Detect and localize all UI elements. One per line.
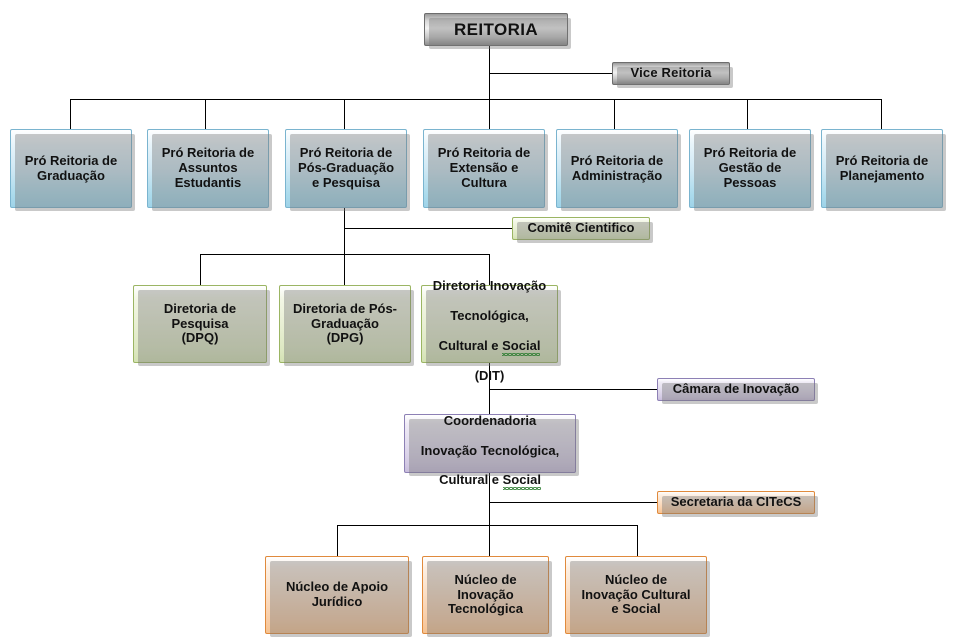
node-secretaria-citecs[interactable]: Secretaria da CITeCS <box>657 491 818 517</box>
connector-drop-7 <box>881 99 882 129</box>
connector-diretoria-drop-2 <box>344 254 345 285</box>
node-nucleo-inovacao-tecnologica[interactable]: Núcleo de Inovação Tecnológica <box>422 556 552 637</box>
node-nucleo-inovacao-cultural-social[interactable]: Núcleo de Inovação Cultural e Social <box>565 556 710 637</box>
node-label: Diretoria de Pós- Graduação (DPG) <box>292 300 398 346</box>
dit-line-4: (DIT) <box>474 367 505 383</box>
connector-drop-5 <box>614 99 615 129</box>
node-pro-reitoria-pos-graduacao-pesquisa[interactable]: Pró Reitoria de Pós-Graduação e Pesquisa <box>285 129 410 211</box>
connector-reitoria-vice <box>489 73 612 74</box>
dit-line-2: Tecnológica, <box>450 308 529 324</box>
node-label: Pró Reitoria de Gestão de Pessoas <box>703 145 797 190</box>
node-label: Comitê Cientifico <box>527 220 635 236</box>
node-label: Diretoria Inovação Tecnológica, Cultural… <box>422 264 557 384</box>
connector-drop-6 <box>747 99 748 129</box>
node-comite-cientifico[interactable]: Comitê Cientifico <box>512 217 653 243</box>
connector-drop-3 <box>344 99 345 129</box>
node-label: Coordenadoria Inovação Tecnológica, Cult… <box>405 399 575 491</box>
coord-line-2: Inovação Tecnológica, <box>420 442 560 458</box>
node-label: Secretaria da CITeCS <box>670 494 802 510</box>
coord-line-3-misspelled: Social <box>502 472 542 491</box>
node-nucleo-apoio-juridico[interactable]: Núcleo de Apoio Jurídico <box>265 556 412 637</box>
node-vice-reitoria-label: Vice Reitoria <box>630 65 712 81</box>
connector-nucleo-drop-1 <box>337 525 338 556</box>
connector-nucleo-drop-3 <box>637 525 638 556</box>
node-pro-reitoria-planejamento[interactable]: Pró Reitoria de Planejamento <box>821 129 946 211</box>
connector-drop-1 <box>70 99 71 129</box>
node-label: Pró Reitoria de Pós-Graduação e Pesquisa <box>297 145 395 190</box>
connector-posgrad-comite <box>344 228 512 229</box>
connector-drop-2 <box>205 99 206 129</box>
node-label: Pró Reitoria de Administração <box>570 152 664 183</box>
connector-diretorias-bus <box>200 254 490 255</box>
connector-nucleos-bus <box>337 525 638 526</box>
connector-dit-stem <box>489 363 490 414</box>
connector-coordenadoria-secretaria <box>489 502 657 503</box>
node-pro-reitoria-assuntos-estudantis[interactable]: Pró Reitoria de Assuntos Estudantis <box>147 129 272 211</box>
node-label: Câmara de Inovação <box>672 381 800 397</box>
connector-drop-4 <box>489 99 490 129</box>
node-camara-inovacao[interactable]: Câmara de Inovação <box>657 378 818 404</box>
connector-reitoria-stem <box>489 46 490 99</box>
node-vice-reitoria[interactable]: Vice Reitoria <box>612 62 733 88</box>
node-reitoria-label: REITORIA <box>453 19 539 39</box>
dit-line-3-misspelled: Social <box>502 337 541 356</box>
node-pro-reitoria-graduacao[interactable]: Pró Reitoria de Graduação <box>10 129 135 211</box>
node-diretoria-pesquisa[interactable]: Diretoria de Pesquisa (DPQ) <box>133 285 270 366</box>
node-label: Núcleo de Inovação Cultural e Social <box>581 571 691 617</box>
node-label: Diretoria de Pesquisa (DPQ) <box>163 300 237 346</box>
connector-dit-camara <box>489 389 657 390</box>
node-label: Núcleo de Apoio Jurídico <box>285 579 389 609</box>
connector-posgrad-stem <box>344 208 345 285</box>
connector-nucleo-drop-2 <box>489 525 490 556</box>
node-label: Pró Reitoria de Extensão e Cultura <box>437 145 531 190</box>
node-coordenadoria-citecs[interactable]: Coordenadoria Inovação Tecnológica, Cult… <box>404 413 579 491</box>
node-pro-reitoria-administracao[interactable]: Pró Reitoria de Administração <box>556 129 681 211</box>
node-diretoria-pos-graduacao[interactable]: Diretoria de Pós- Graduação (DPG) <box>279 285 414 366</box>
node-label: Pró Reitoria de Assuntos Estudantis <box>161 145 255 190</box>
node-pro-reitoria-gestao-pessoas[interactable]: Pró Reitoria de Gestão de Pessoas <box>689 129 814 211</box>
coord-line-1: Coordenadoria <box>443 412 537 428</box>
node-label: Núcleo de Inovação Tecnológica <box>448 571 523 617</box>
node-label: Pró Reitoria de Planejamento <box>835 152 929 183</box>
node-diretoria-inovacao-tecnologica[interactable]: Diretoria Inovação Tecnológica, Cultural… <box>421 278 561 383</box>
dit-line-1: Diretoria Inovação <box>432 278 547 294</box>
node-label: Pró Reitoria de Graduação <box>24 152 118 183</box>
node-pro-reitoria-extensao-cultura[interactable]: Pró Reitoria de Extensão e Cultura <box>423 129 548 211</box>
connector-diretoria-drop-3 <box>489 254 490 285</box>
connector-diretoria-drop-1 <box>200 254 201 285</box>
connector-proreitoria-bus <box>70 99 881 100</box>
connector-coordenadoria-stem <box>489 473 490 526</box>
dit-line-3-prefix: Cultural e <box>438 337 503 353</box>
coord-line-3-prefix: Cultural e <box>439 472 503 488</box>
node-reitoria[interactable]: REITORIA <box>424 13 571 49</box>
